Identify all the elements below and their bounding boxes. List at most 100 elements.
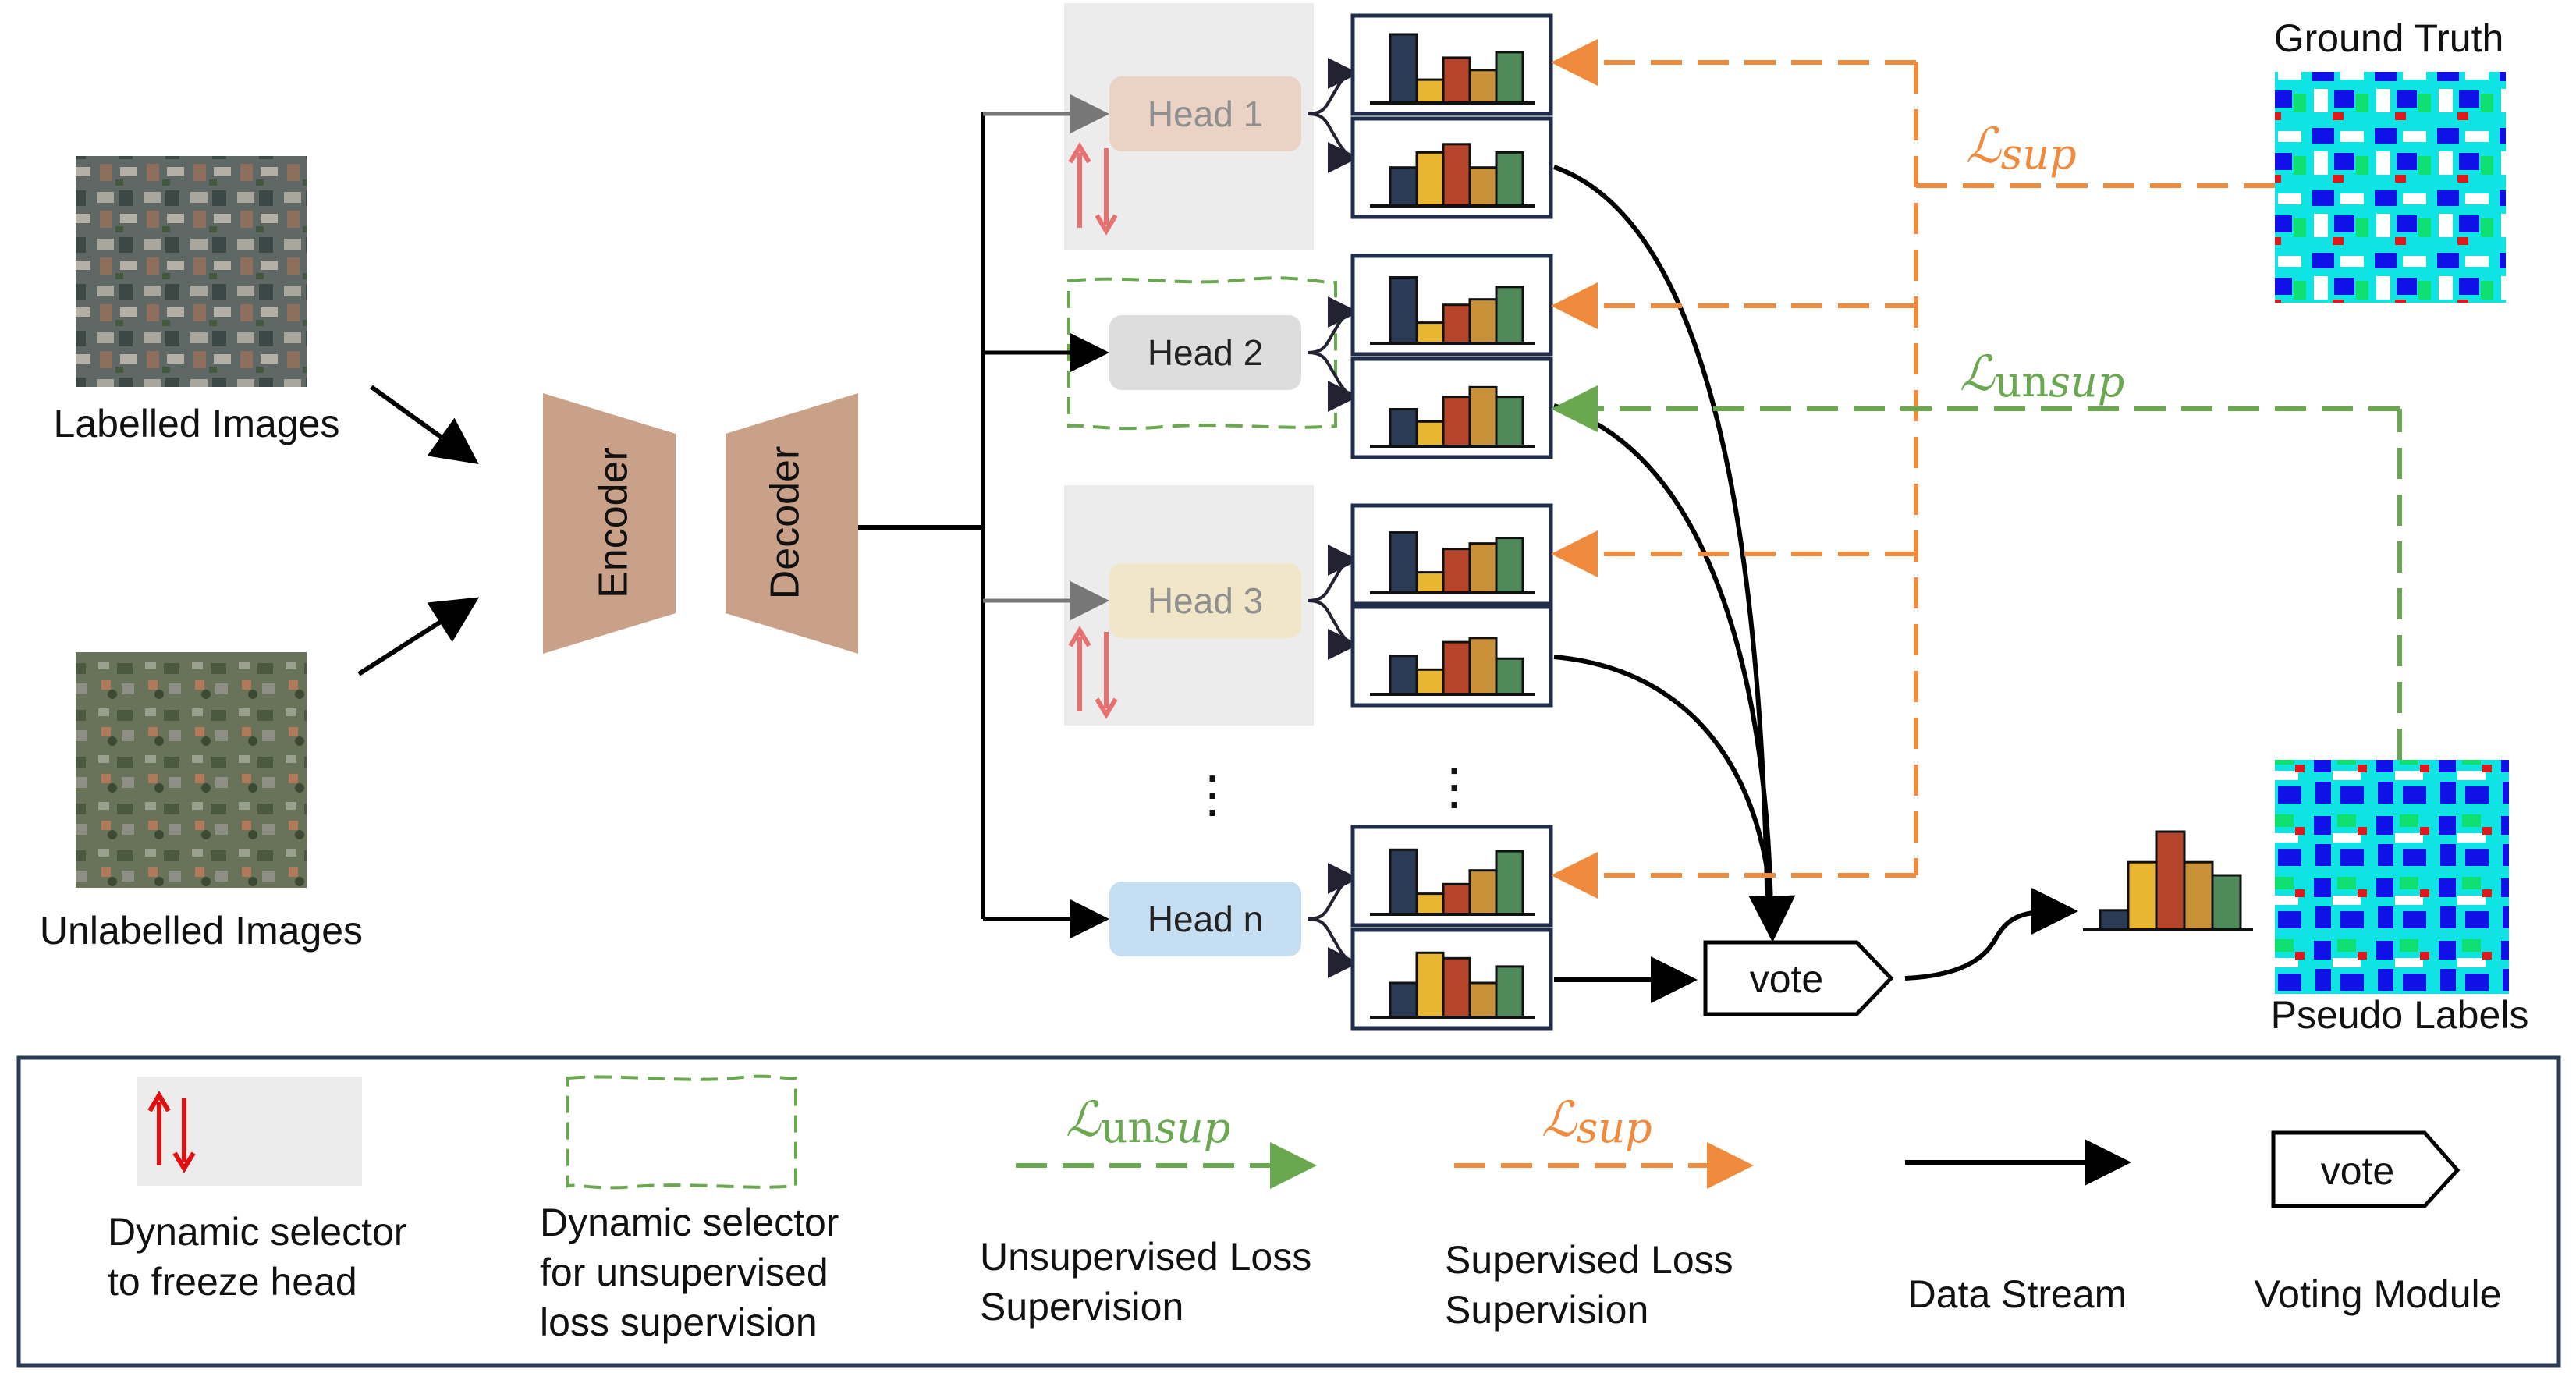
histogram-bar — [1415, 892, 1445, 916]
head-3-label: Head 3 — [1148, 580, 1263, 621]
legend-unsup-selector-text-2: for unsupervised — [540, 1251, 829, 1294]
labelled-images-label: Labelled Images — [54, 402, 340, 445]
histogram-bar — [1442, 956, 1471, 1019]
head-4-label: Head n — [1148, 899, 1263, 939]
histogram-bar — [1495, 286, 1524, 345]
pseudo-labels-label: Pseudo Labels — [2271, 993, 2529, 1037]
histogram-bar — [1468, 385, 1498, 448]
head-2-label: Head 2 — [1148, 332, 1263, 373]
pseudo-labels-image — [2275, 760, 2509, 994]
legend-freeze-arrows — [147, 1091, 196, 1173]
histogram-bar — [1442, 396, 1471, 448]
head-1-box — [1109, 76, 1301, 151]
head-3-freeze-arrows — [1068, 626, 1118, 719]
histogram-bar — [1495, 965, 1524, 1019]
histogram-bar — [2099, 909, 2130, 931]
legend-sup-loss-text-1: Supervised Loss — [1445, 1238, 1733, 1282]
vote-result-histogram — [2083, 830, 2253, 931]
histogram-bar — [1468, 637, 1498, 696]
head-2-brace-bottom — [1307, 351, 1359, 412]
head-output-histogram — [1350, 357, 1553, 459]
head-output-histogram — [1350, 503, 1553, 606]
histogram-bar — [1495, 51, 1524, 105]
histogram-bar — [1415, 321, 1445, 345]
ground-truth-image — [2275, 72, 2506, 303]
histogram-bar — [2211, 874, 2242, 931]
histogram-bar — [2155, 830, 2186, 931]
head-2-unsup-selector — [1067, 276, 1337, 431]
vote-output-curve — [1904, 888, 2078, 981]
histogram-bar — [1495, 850, 1524, 916]
histogram-bar — [1495, 537, 1524, 594]
legend-box — [16, 1055, 2561, 1368]
legend-unsup-selector-text-1: Dynamic selector — [540, 1201, 839, 1244]
legend-freeze-text-1: Dynamic selector — [108, 1210, 406, 1254]
legend-sup-loss-text-2: Supervision — [1445, 1288, 1648, 1332]
histogram-bar — [1442, 56, 1471, 105]
head-2-brace-top — [1307, 296, 1359, 354]
vote-input-curves — [1553, 165, 1796, 942]
histogram-bar — [1442, 640, 1471, 696]
histogram-bar — [1389, 848, 1418, 916]
ground-truth-label: Ground Truth — [2274, 16, 2504, 60]
histogram-bar — [1442, 303, 1471, 345]
legend-unsup-selector-swatch — [566, 1074, 797, 1190]
head-4-brace-bottom — [1307, 917, 1359, 978]
histogram-bar — [1495, 396, 1524, 448]
head-1-label: Head 1 — [1148, 94, 1263, 134]
histogram-bar — [1415, 951, 1445, 1019]
head-1-freeze-arrows — [1068, 142, 1118, 236]
labelled-input-arrow — [370, 385, 479, 465]
outputs-ellipsis: ⋮ — [1429, 758, 1479, 814]
legend-data-stream-text: Data Stream — [1908, 1272, 2127, 1316]
head-3-brace-top — [1307, 545, 1359, 602]
legend-voting-text: Voting Module — [2255, 1272, 2502, 1316]
histogram-bar — [1468, 542, 1498, 594]
histogram-bar — [1468, 981, 1498, 1019]
head-3: Head 3 — [983, 545, 1359, 660]
vote-label: vote — [1750, 957, 1824, 1001]
sup-loss-label: ℒsup — [1966, 117, 2077, 179]
histogram-bar — [1495, 151, 1524, 208]
head-1-brace-bottom — [1307, 112, 1359, 173]
histogram-bar — [1389, 981, 1418, 1019]
labelled-image — [76, 156, 307, 387]
head-4: Head n — [983, 863, 1359, 978]
head-output-histogram — [1350, 13, 1553, 116]
encoder-label: Encoder — [591, 447, 637, 598]
legend-vote-label: vote — [2321, 1149, 2395, 1193]
histogram-bar — [1442, 548, 1471, 594]
head-1: Head 1 — [983, 58, 1359, 173]
head-output-histogram — [1350, 825, 1553, 928]
histogram-bar — [2183, 860, 2214, 931]
histogram-bar — [1389, 655, 1418, 696]
legend-unsup-symbol: ℒunsup — [1066, 1091, 1230, 1152]
head-1-brace-top — [1307, 58, 1359, 115]
legend-vote-module — [2271, 1130, 2461, 1208]
histogram-bar — [1389, 531, 1418, 594]
head-output-histogram — [1350, 254, 1553, 357]
legend-sup-symbol: ℒsup — [1542, 1091, 1652, 1152]
decoder-label: Decoder — [763, 446, 808, 600]
histogram-bar — [2127, 860, 2158, 931]
histogram-bar — [1495, 657, 1524, 696]
heads-ellipsis: ⋮ — [1187, 766, 1237, 822]
head-output-histogram — [1350, 605, 1553, 708]
head-4-box — [1109, 882, 1301, 956]
head-4-brace-top — [1307, 863, 1359, 921]
vote-module — [1703, 940, 1894, 1016]
supervised-loss-lines — [1551, 39, 2275, 899]
histogram-bar — [1468, 166, 1498, 208]
legend-freeze-swatch — [137, 1077, 362, 1186]
legend-unsup-loss-text-1: Unsupervised Loss — [980, 1235, 1311, 1279]
head-2: Head 2 — [983, 296, 1359, 412]
histogram-bar — [1415, 420, 1445, 448]
histogram-bar — [1389, 407, 1418, 448]
histogram-bar — [1415, 668, 1445, 696]
head-3-box — [1109, 563, 1301, 638]
legend-freeze-text-2: to freeze head — [108, 1260, 357, 1304]
head-output-histogram — [1350, 928, 1553, 1031]
histogram-bar — [1468, 869, 1498, 916]
head-3-brace-bottom — [1307, 599, 1359, 660]
unsupervised-loss-lines — [1551, 385, 2402, 760]
